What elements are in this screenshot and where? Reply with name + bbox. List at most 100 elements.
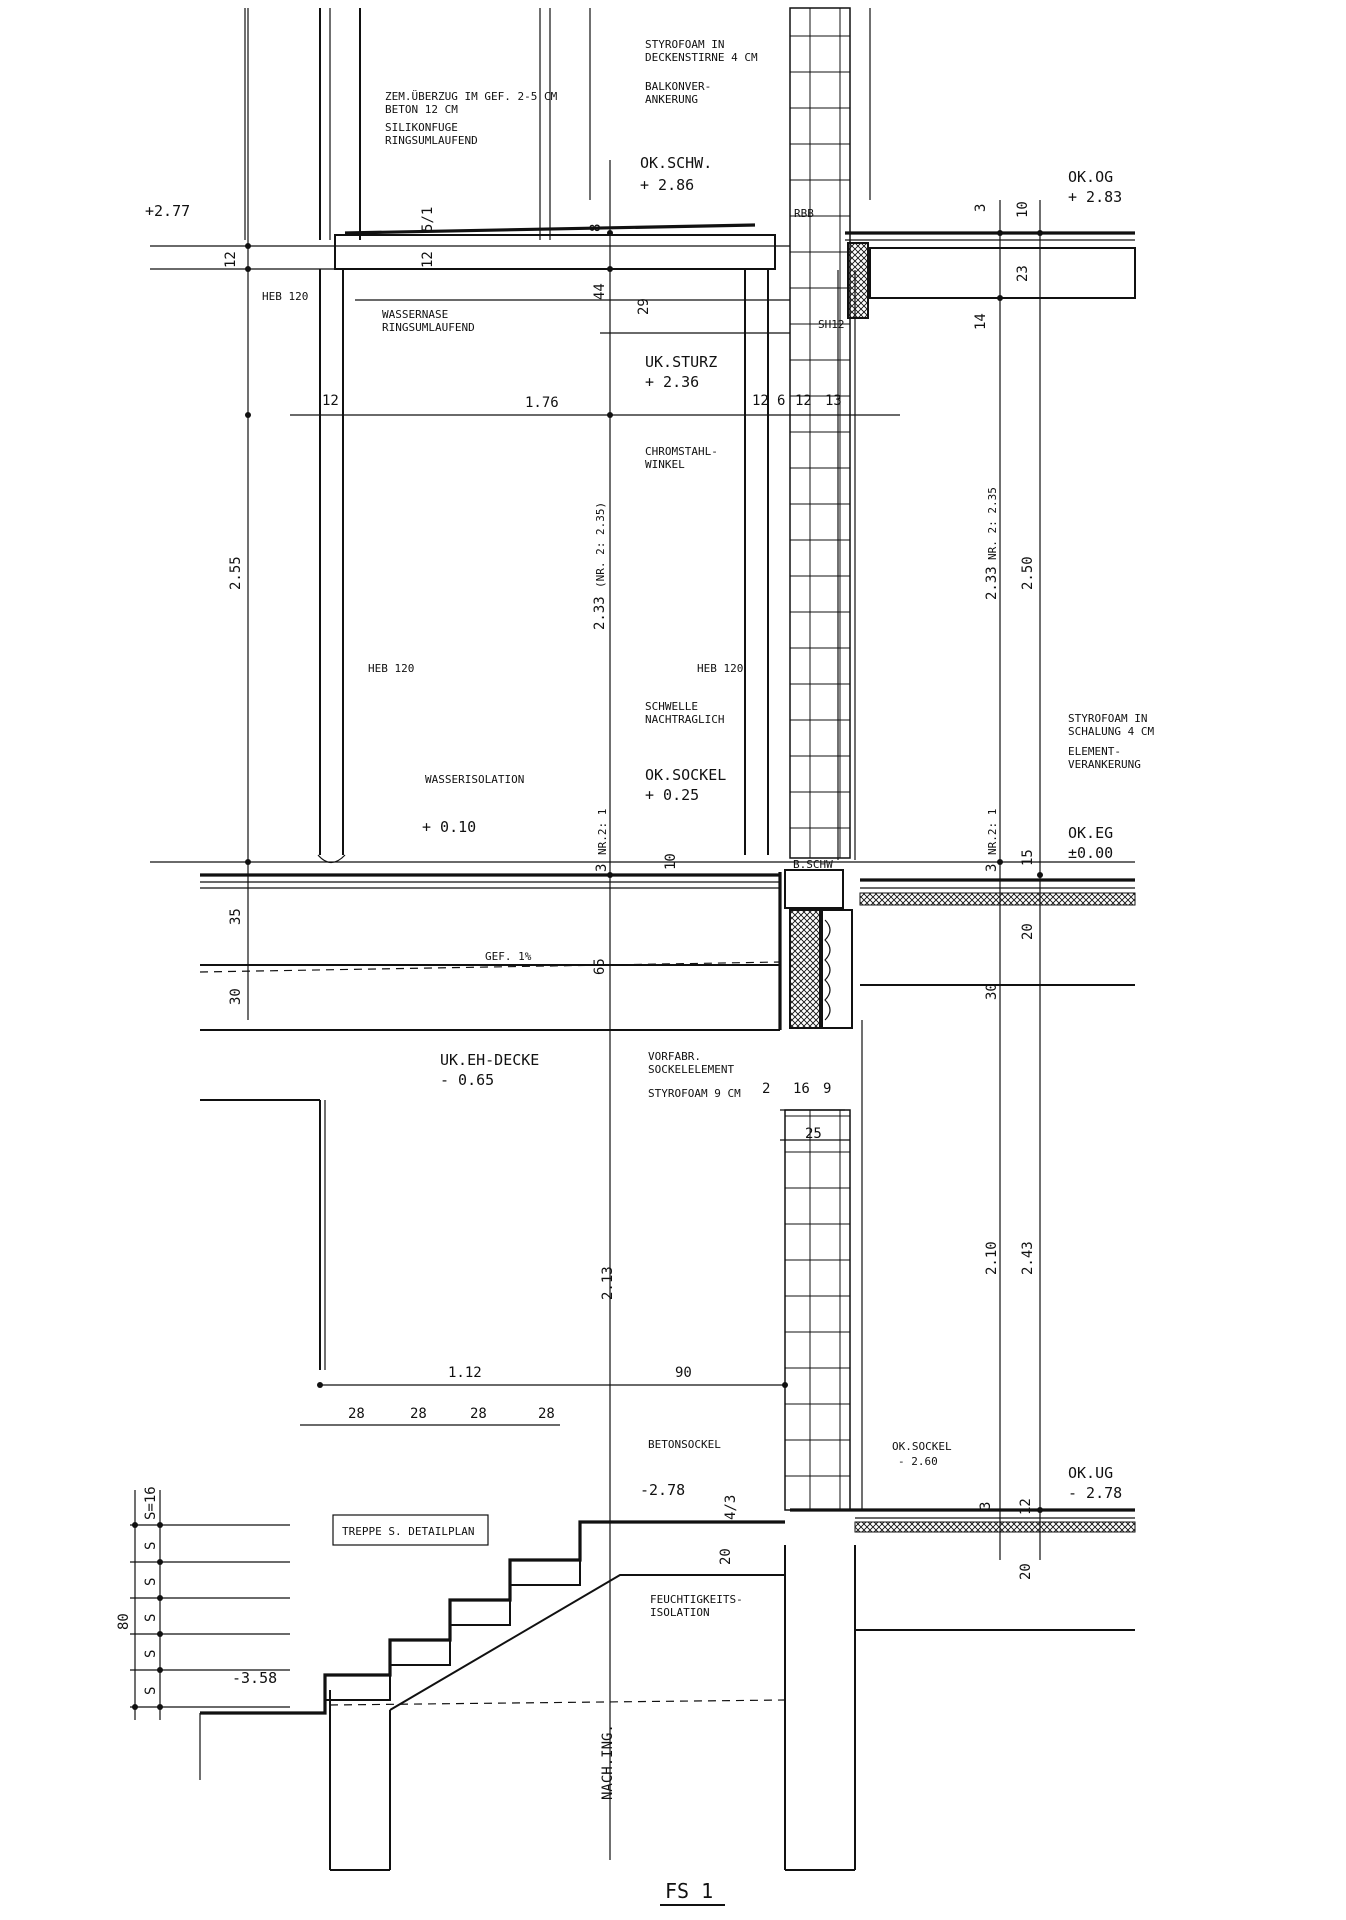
eg-terrace-slab	[199, 872, 782, 1031]
note-element-1: ELEMENT-	[1068, 745, 1121, 758]
right-column-heb120	[744, 269, 769, 855]
level-ok-og-value: + 2.83	[1068, 188, 1122, 206]
note-balkon-2: ANKERUNG	[645, 93, 698, 106]
note-wassernase-1: WASSERNASE	[382, 308, 448, 321]
dim-16: 16	[793, 1081, 810, 1097]
level-ok-sockel-label: OK.SOCKEL	[645, 766, 726, 784]
dim-15: 15	[1020, 849, 1036, 866]
dim-30b: 30	[984, 983, 1000, 1000]
dim-210: 2.10	[984, 1241, 1000, 1275]
dim-3d: 3	[978, 1502, 994, 1510]
level-uk-eh-decke-label: UK.EH-DECKE	[440, 1051, 539, 1069]
dim-250: 2.50	[1020, 556, 1036, 590]
note-vorfabr-2: SOCKELELEMENT	[648, 1063, 734, 1076]
dim-233-left-note: (NR. 2: 2.35)	[594, 502, 607, 588]
dim-s-5: S	[143, 1687, 159, 1695]
level-ok-sockel-ug-value: - 2.60	[898, 1455, 938, 1468]
dim-20a: 20	[1020, 923, 1036, 940]
level-uk-eh-decke-value: - 0.65	[440, 1071, 494, 1089]
dim-112: 1.12	[448, 1365, 482, 1381]
note-chromstahl-1: CHROMSTAHL-	[645, 445, 718, 458]
note-styro-top-2: DECKENSTIRNE 4 CM	[645, 51, 758, 64]
dim-35: 35	[228, 908, 244, 925]
stair	[200, 1520, 785, 1715]
dim-65: 65	[592, 958, 608, 975]
dim-12c: 12	[322, 393, 339, 409]
note-balkon-1: BALKONVER-	[645, 80, 711, 93]
level-ok-eg-value: ±0.00	[1068, 844, 1113, 862]
level-ok-og-label: OK.OG	[1068, 168, 1113, 186]
dim-9: 9	[823, 1081, 831, 1097]
level-left-top: +2.77	[145, 202, 190, 220]
dim-10a: 10	[1015, 201, 1031, 218]
note-zem-2: BETON 12 CM	[385, 103, 458, 116]
left-column-heb120	[317, 269, 346, 864]
note-heb-top: HEB 120	[262, 290, 308, 303]
dim-12d: 12	[752, 393, 769, 409]
note-styro-schalung-1: STYROFOAM IN	[1068, 712, 1147, 725]
dim-13: 13	[825, 393, 842, 409]
dim-51: 5/1	[420, 207, 436, 232]
dim-29: 29	[636, 298, 652, 315]
level-stair-bottom: -3.58	[232, 1669, 277, 1687]
note-element-2: VERANKERUNG	[1068, 758, 1141, 771]
note-vorfabr-3: STYROFOAM 9 CM	[648, 1087, 741, 1100]
dim-44: 44	[592, 283, 608, 300]
level-stair-top: -2.78	[640, 1481, 685, 1499]
level-ok-ug-value: - 2.78	[1068, 1484, 1122, 1502]
dim-176: 1.76	[525, 395, 559, 411]
note-feucht-2: ISOLATION	[650, 1606, 710, 1619]
note-wassernase-2: RINGSUMLAUFEND	[382, 321, 475, 334]
dim-20c: 20	[1018, 1563, 1034, 1580]
dim-s-1: S	[143, 1542, 159, 1550]
note-zem-3: SILIKONFUGE	[385, 121, 458, 134]
note-rbb: RBB	[794, 207, 814, 220]
dim-90: 90	[675, 1365, 692, 1381]
level-ok-ug-label: OK.UG	[1068, 1464, 1113, 1482]
dim-tread-2: 28	[410, 1406, 427, 1422]
dim-12e: 12	[795, 393, 812, 409]
note-styro-top-1: STYROFOAM IN	[645, 38, 724, 51]
dim-6: 6	[777, 393, 785, 409]
level-ok-eg-label: OK.EG	[1068, 824, 1113, 842]
dim-tread-1: 28	[348, 1406, 365, 1422]
upper-window-frame	[244, 8, 871, 240]
dim-43: 4/3	[723, 1495, 739, 1520]
treppe-box	[332, 1514, 489, 1546]
dim-2: 2	[762, 1081, 770, 1097]
lower-structure	[200, 1099, 1136, 1871]
dim-25: 25	[805, 1126, 822, 1142]
level-wasseriso: + 0.10	[422, 818, 476, 836]
dim-3c-note: NR.2: 1	[986, 809, 999, 855]
dim-243: 2.43	[1020, 1241, 1036, 1275]
dimension-dots	[132, 230, 1043, 1710]
note-heb-mid-right: HEB 120	[697, 662, 743, 675]
note-vorfabr-1: VORFABR.	[648, 1050, 701, 1063]
brick-wall	[784, 7, 863, 1511]
note-gef: GEF. 1%	[485, 950, 532, 963]
sockel-element	[784, 869, 853, 1029]
dim-80: 80	[116, 1613, 132, 1630]
dim-tread-3: 28	[470, 1406, 487, 1422]
note-styro-schalung-2: SCHALUNG 4 CM	[1068, 725, 1154, 738]
dim-14: 14	[973, 313, 989, 330]
note-schwelle-2: NACHTRAGLICH	[645, 713, 724, 726]
dim-30: 30	[228, 988, 244, 1005]
top-balcony-slab	[150, 223, 900, 416]
dim-12f: 12	[1018, 1498, 1034, 1515]
note-nach-ing: NACH.ING.	[600, 1724, 616, 1800]
dim-213: 2.13	[600, 1266, 616, 1300]
dim-8: 8	[588, 224, 604, 232]
level-ok-schw-label: OK.SCHW.	[640, 154, 712, 172]
level-ok-schw-value: + 2.86	[640, 176, 694, 194]
dim-233-right-note: NR. 2: 2.35	[986, 487, 999, 560]
dim-s-2: S	[143, 1578, 159, 1586]
dim-s-4: S	[143, 1650, 159, 1658]
dim-20b: 20	[718, 1548, 734, 1565]
note-sh12: SH12	[818, 318, 845, 331]
dim-12b: 12	[420, 251, 436, 268]
dim-3b: 3	[594, 864, 610, 872]
note-treppe: TREPPE S. DETAILPLAN	[342, 1525, 474, 1538]
dim-12a: 12	[223, 251, 239, 268]
